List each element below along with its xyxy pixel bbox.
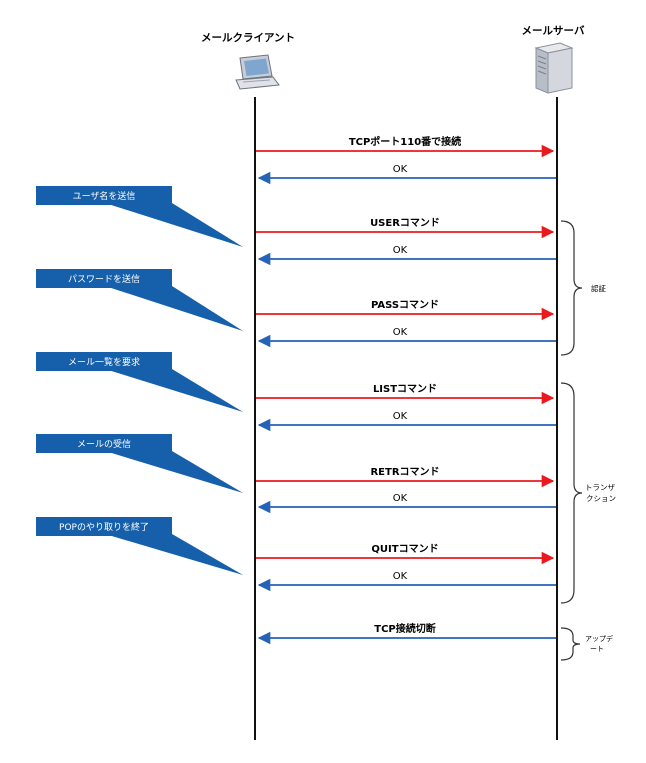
message-label: QUITコマンド bbox=[371, 543, 438, 555]
message-label: TCP接続切断 bbox=[374, 622, 436, 635]
phase-brace bbox=[560, 627, 581, 661]
message-label: PASSコマンド bbox=[371, 299, 439, 311]
message-label: RETRコマンド bbox=[370, 466, 439, 478]
message-label: OK bbox=[393, 164, 408, 175]
message-label: OK bbox=[393, 411, 408, 422]
server-icon bbox=[534, 42, 574, 94]
message-label: OK bbox=[393, 245, 408, 256]
message-label: TCPポート110番で接続 bbox=[349, 135, 461, 148]
phase-brace bbox=[560, 382, 583, 604]
phase-label: 認証 bbox=[591, 283, 606, 293]
callout-label: メール一覧を要求 bbox=[68, 356, 140, 368]
callouts: ユーザ名を送信 パスワードを送信 メール一覧を要求 メールの受信 POPのやり取… bbox=[36, 186, 243, 575]
message-label: USERコマンド bbox=[370, 217, 440, 229]
callout: ユーザ名を送信 bbox=[36, 186, 243, 247]
callout: メールの受信 bbox=[36, 434, 243, 493]
phase-label: アップデ bbox=[585, 634, 613, 643]
callout: メール一覧を要求 bbox=[36, 352, 243, 412]
callout-label: ユーザ名を送信 bbox=[73, 190, 136, 202]
client-label: メールクライアント bbox=[201, 32, 295, 44]
callout: パスワードを送信 bbox=[36, 269, 243, 331]
phase-label: トランザ bbox=[585, 483, 615, 492]
server-label: メールサーバ bbox=[522, 25, 585, 37]
callout-label: パスワードを送信 bbox=[68, 273, 140, 285]
callout: POPのやり取りを終了 bbox=[36, 517, 243, 575]
phase-label: ート bbox=[590, 645, 604, 653]
message-label: OK bbox=[393, 493, 408, 504]
phase-brace bbox=[560, 220, 583, 356]
laptop-icon bbox=[235, 54, 280, 90]
phase-braces: 認証 トランザ クション アップデ ート bbox=[560, 220, 616, 661]
message-arrows: TCPポート110番で接続 OK USERコマンド OK PASSコマンド OK… bbox=[256, 135, 556, 645]
callout-label: メールの受信 bbox=[77, 438, 131, 450]
message-label: OK bbox=[393, 327, 408, 338]
phase-label: クション bbox=[586, 494, 616, 503]
callout-label: POPのやり取りを終了 bbox=[59, 521, 149, 533]
message-label: OK bbox=[393, 571, 408, 582]
message-label: LISTコマンド bbox=[373, 383, 437, 395]
